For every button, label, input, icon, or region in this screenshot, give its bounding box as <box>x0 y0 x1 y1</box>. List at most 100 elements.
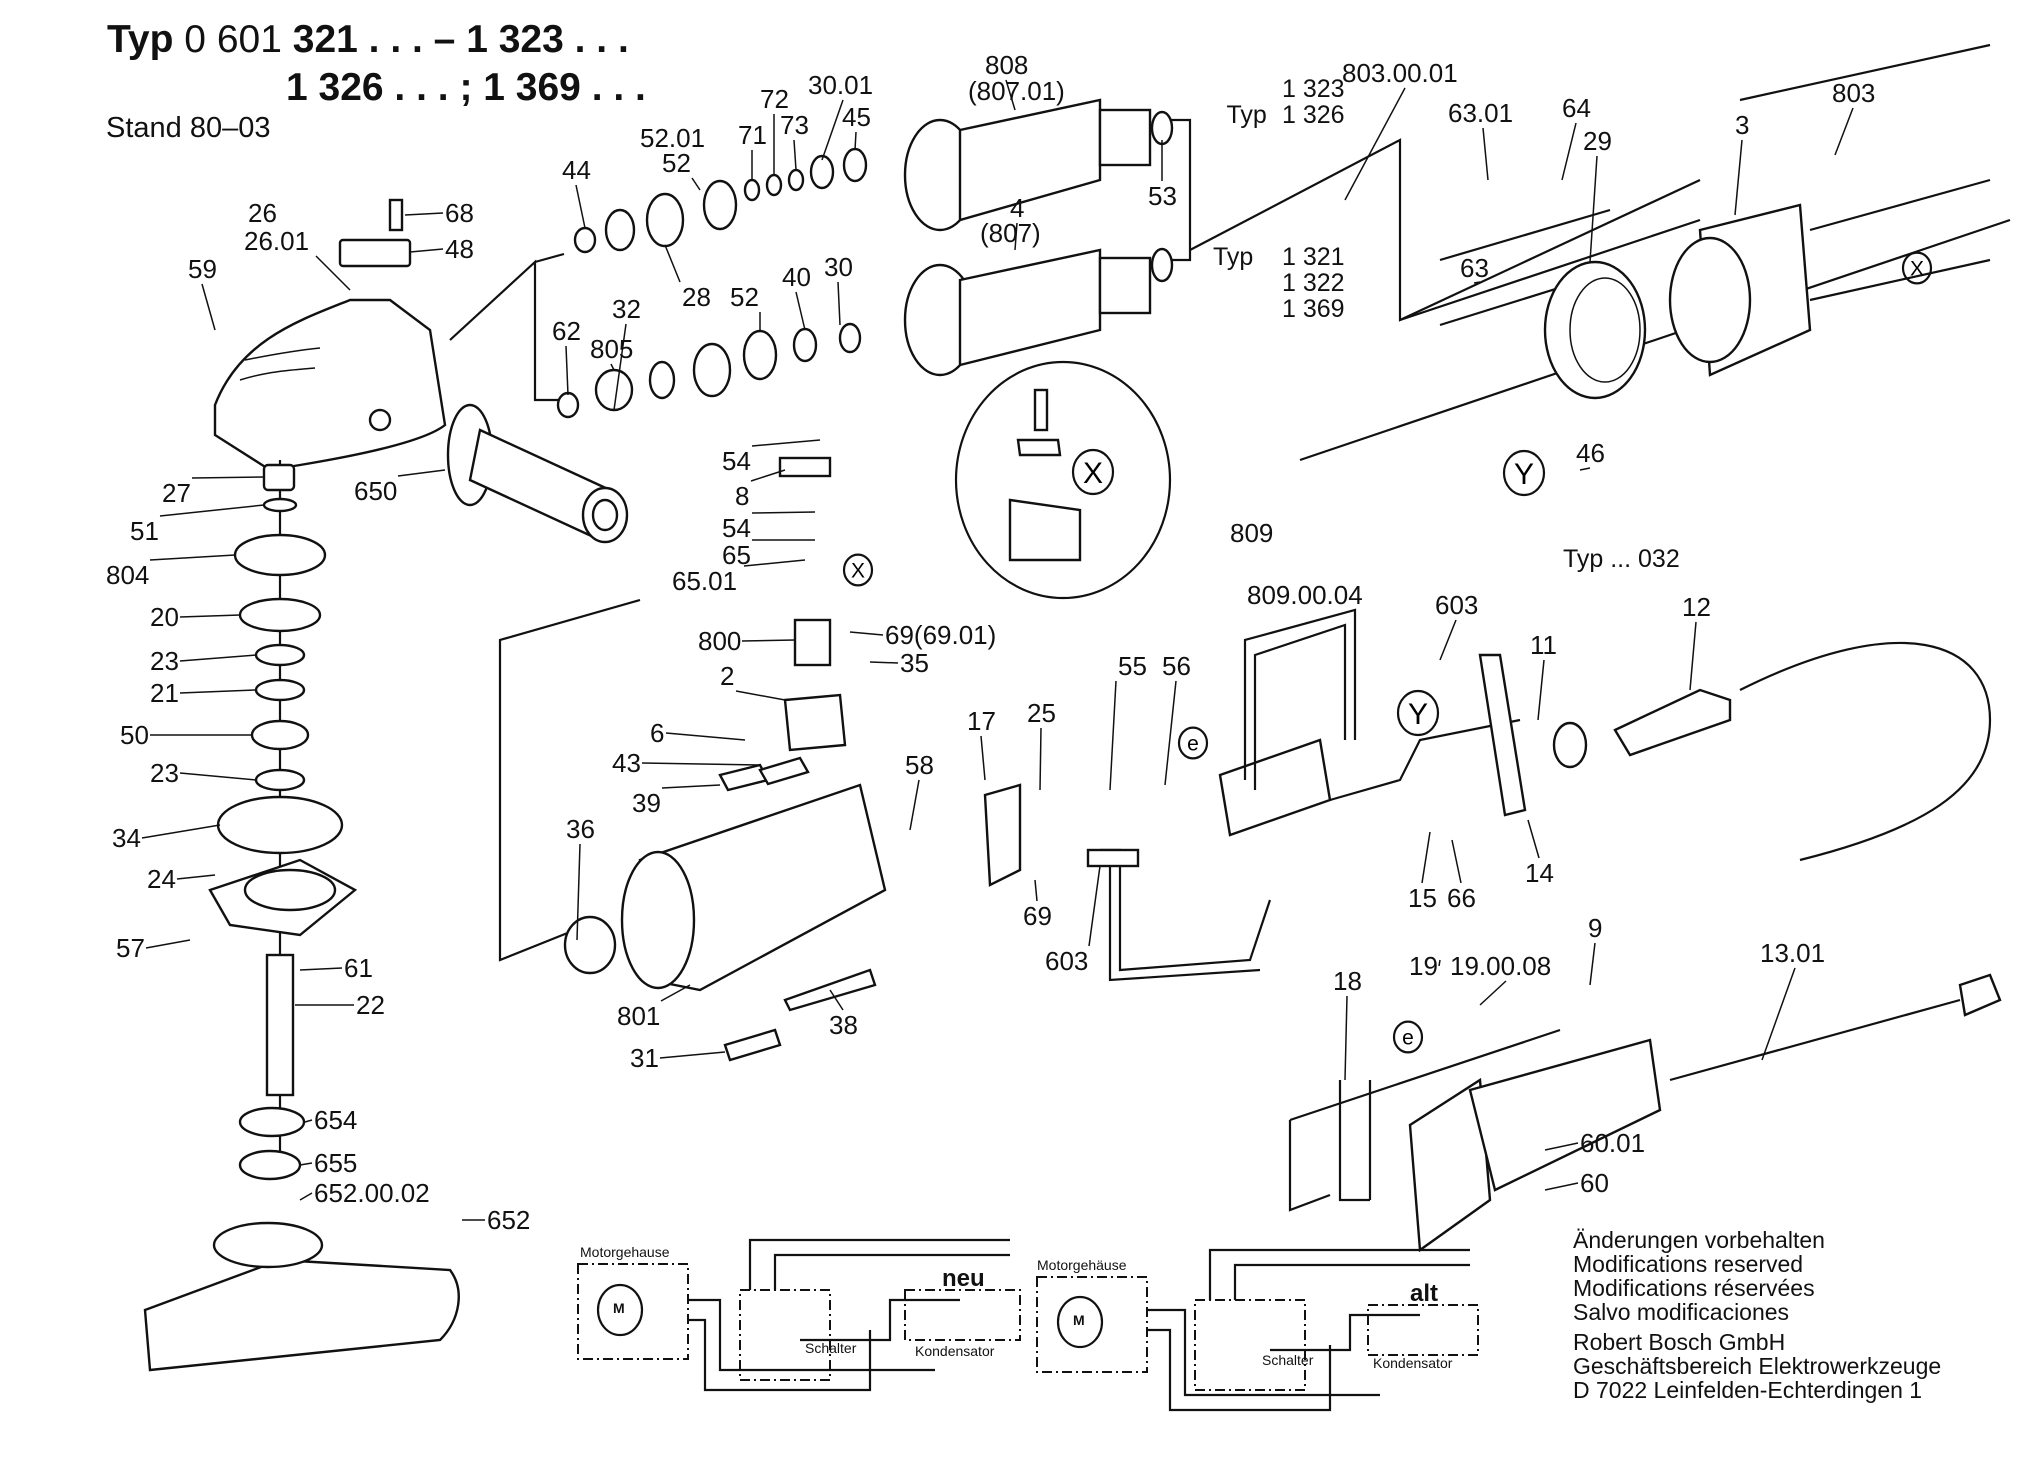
part-label: 804 <box>106 560 150 590</box>
leader-line <box>1479 980 1507 1006</box>
leader-line <box>849 631 884 636</box>
leader-line <box>1589 155 1598 263</box>
leader-line <box>576 843 581 941</box>
leader-line <box>1034 879 1038 902</box>
leader-line <box>1561 122 1577 181</box>
part-label: 803 <box>1832 78 1876 108</box>
wiring-left-version: neu <box>942 1265 985 1292</box>
leader-line <box>145 939 191 949</box>
part-label: 22 <box>356 990 385 1020</box>
cable-variant-note: Typ ... 032 <box>1563 545 1680 573</box>
leader-line <box>980 735 986 781</box>
leader-line <box>661 784 721 789</box>
variant-lower-type-2: 1 369 <box>1282 295 1345 323</box>
leader-line <box>315 255 351 291</box>
leader-line <box>191 476 265 479</box>
leader-line <box>1344 87 1406 201</box>
part-label: 809 <box>1230 518 1274 548</box>
wiring-right-motor-symbol: M <box>1073 1312 1085 1328</box>
leader-line <box>1527 819 1540 859</box>
callout-y-marker: Y <box>1502 449 1546 497</box>
rear-handle <box>1338 973 2002 1253</box>
part-label: 2 <box>720 661 735 691</box>
part-label: 52 <box>662 148 691 178</box>
part-label: 55 <box>1118 651 1147 681</box>
brush-holder-group <box>778 456 847 752</box>
leader-line <box>660 984 691 1002</box>
part-label: 6 <box>650 718 665 748</box>
leader-line <box>201 283 216 331</box>
part-label: 29 <box>1583 126 1612 156</box>
part-label: 21 <box>150 678 179 708</box>
part-label: 72 <box>760 84 789 114</box>
callout-letter: e <box>1402 1027 1414 1050</box>
leader-line <box>751 439 821 447</box>
detail-circle-x <box>954 360 1172 600</box>
part-label: 14 <box>1525 858 1554 888</box>
part-label: 8 <box>735 481 750 511</box>
part-label: 26 <box>248 198 277 228</box>
leader-line <box>149 554 236 561</box>
leader-line <box>179 772 257 781</box>
part-label: 59 <box>188 254 217 284</box>
leader-line <box>404 212 444 216</box>
part-label: 4 <box>1010 193 1025 223</box>
callout-letter: Y <box>1408 698 1428 731</box>
leader-line <box>735 690 786 701</box>
callout-e-marker: e <box>1392 1020 1424 1054</box>
variant-lower-label: Typ <box>1213 243 1254 271</box>
side-handle <box>446 403 629 544</box>
leader-line <box>793 139 797 171</box>
part-label: 65 <box>722 540 751 570</box>
part-label: (807) <box>980 218 1041 248</box>
leader-line <box>837 281 841 326</box>
leader-line <box>176 874 216 880</box>
callout-y-marker: Y <box>1396 689 1440 737</box>
part-label: 15 <box>1408 883 1437 913</box>
title-range: 321 . . . – 1 323 . . . <box>292 18 629 61</box>
leader-line <box>1344 995 1348 1081</box>
part-label: 805 <box>590 334 634 364</box>
leader-line <box>1421 831 1431 884</box>
part-label: 31 <box>630 1043 659 1073</box>
footer-note-de: Änderungen vorbehalten <box>1573 1227 1825 1253</box>
part-label: 68 <box>445 198 474 228</box>
part-label: 39 <box>632 788 661 818</box>
field-stator <box>1439 178 1991 400</box>
part-label: 73 <box>780 110 809 140</box>
callout-letter: X <box>1083 457 1103 490</box>
footer-note-es: Salvo modificaciones <box>1573 1299 1790 1325</box>
footer-address: D 7022 Leinfelden-Echterdingen 1 <box>1573 1377 1923 1403</box>
part-label: 44 <box>562 155 591 185</box>
part-label: 64 <box>1562 93 1591 123</box>
wiring-right-capacitor-label: Kondensator <box>1373 1355 1453 1371</box>
leader-line <box>141 824 221 839</box>
leader-line <box>1439 619 1457 661</box>
leader-line <box>795 291 806 331</box>
part-label: 57 <box>116 933 145 963</box>
part-label: 32 <box>612 294 641 324</box>
leader-line <box>613 323 627 411</box>
part-label: 69(69.01) <box>885 620 997 650</box>
leader-line <box>159 504 265 517</box>
leader-line <box>854 131 857 151</box>
part-label: 54 <box>722 513 751 543</box>
part-label: 69 <box>1023 901 1052 931</box>
leader-line <box>741 639 796 642</box>
leader-line <box>397 469 446 477</box>
part-label: 11 <box>1530 630 1557 660</box>
part-label: 53 <box>1148 181 1177 211</box>
leader-line <box>869 661 899 664</box>
part-label: 801 <box>617 1001 661 1031</box>
footer-note-fr: Modifications réservées <box>1573 1275 1815 1301</box>
wiring-left-housing-label: Motorgehause <box>580 1244 670 1260</box>
part-label: 652 <box>487 1205 531 1235</box>
bearing-rings <box>556 147 868 419</box>
leader-line <box>409 248 444 253</box>
variant-upper-type-1: 1 326 <box>1282 101 1345 129</box>
part-label: 13.01 <box>1760 938 1826 968</box>
part-label: 23 <box>150 758 179 788</box>
part-label: 652.00.02 <box>314 1178 430 1208</box>
wiring-left-switch-label: Schalter <box>805 1340 857 1356</box>
